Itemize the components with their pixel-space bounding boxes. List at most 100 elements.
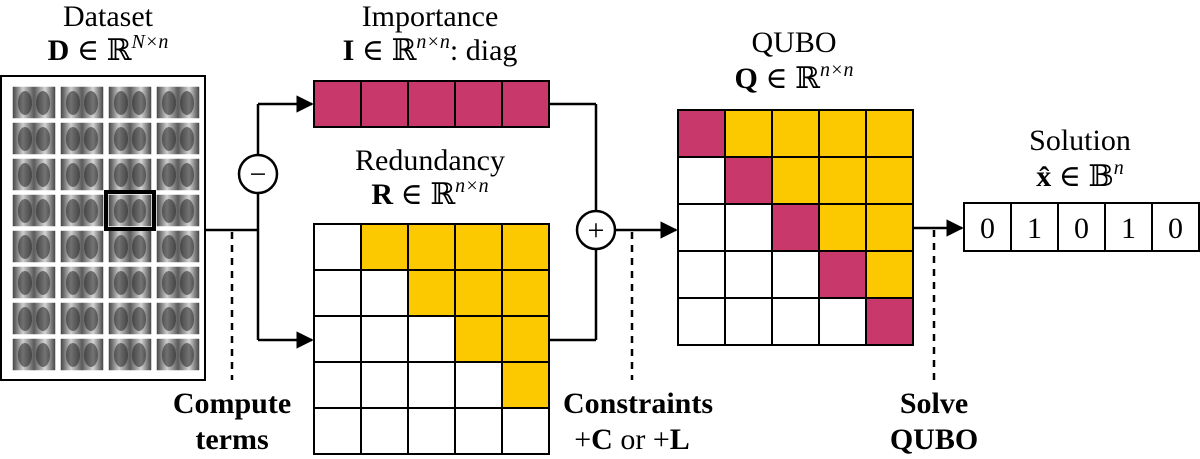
- qubo-cell: [772, 251, 819, 298]
- qubo-title: QUBO: [751, 26, 836, 59]
- qubo-cell: [725, 157, 772, 204]
- lung-shape: [36, 343, 50, 367]
- lung-shape: [18, 199, 32, 223]
- lung-shape: [36, 235, 50, 259]
- redundancy-cell: [361, 224, 408, 270]
- qubo-cell: [866, 251, 913, 298]
- redundancy-matrix: [314, 224, 549, 454]
- qubo-cell: [678, 157, 725, 204]
- lung-shape: [132, 91, 146, 115]
- solve-label-line2: QUBO: [890, 423, 978, 456]
- lung-shape: [180, 127, 194, 151]
- compute-label-line2: terms: [195, 423, 268, 456]
- step-labels: Compute terms Constraints +C or +L Solve…: [173, 387, 978, 456]
- qubo-cell: [772, 157, 819, 204]
- redundancy-cell: [455, 408, 502, 454]
- redundancy-cell: [361, 408, 408, 454]
- qubo-cell: [725, 110, 772, 157]
- lung-shape: [18, 163, 32, 187]
- solution-value: 0: [980, 212, 995, 245]
- importance-block: Importance I ∈ ℝn×n: diag: [314, 0, 549, 127]
- qubo-cell: [772, 298, 819, 345]
- constraints-label-line1: Constraints: [563, 387, 713, 420]
- solution-title: Solution: [1029, 124, 1131, 157]
- lung-shape: [84, 271, 98, 295]
- solution-vector: 01010: [964, 203, 1199, 251]
- redundancy-cell: [314, 224, 361, 270]
- qubo-cell: [866, 110, 913, 157]
- redundancy-cell: [408, 408, 455, 454]
- lung-shape: [84, 343, 98, 367]
- importance-cell: [314, 81, 361, 127]
- qubo-cell: [725, 204, 772, 251]
- redundancy-cell: [502, 316, 549, 362]
- lung-shape: [132, 235, 146, 259]
- lung-shape: [180, 307, 194, 331]
- redundancy-cell: [408, 362, 455, 408]
- constraints-label-line2: +C or +L: [574, 423, 690, 456]
- qubo-cell: [866, 204, 913, 251]
- lung-shape: [36, 271, 50, 295]
- solve-label-line1: Solve: [900, 387, 968, 420]
- lung-shape: [18, 271, 32, 295]
- plus-operator: +: [577, 211, 615, 249]
- lung-shape: [114, 307, 128, 331]
- qubo-cell: [678, 110, 725, 157]
- minus-operator: −: [239, 155, 277, 193]
- qubo-symbol: Q ∈ ℝn×n: [735, 59, 854, 95]
- lung-shape: [36, 307, 50, 331]
- lung-shape: [132, 271, 146, 295]
- importance-vector: [314, 81, 549, 127]
- lung-shape: [180, 199, 194, 223]
- redundancy-cell: [455, 270, 502, 316]
- lung-shape: [132, 163, 146, 187]
- dataset-symbol: D ∈ ℝN×n: [48, 31, 169, 67]
- lung-shape: [162, 199, 176, 223]
- lung-shape: [114, 343, 128, 367]
- redundancy-cell: [314, 316, 361, 362]
- qubo-cell: [819, 157, 866, 204]
- lung-shape: [84, 91, 98, 115]
- importance-cell: [502, 81, 549, 127]
- redundancy-cell: [408, 316, 455, 362]
- lung-shape: [180, 91, 194, 115]
- qubo-cell: [819, 251, 866, 298]
- qubo-cell: [819, 298, 866, 345]
- lung-shape: [162, 163, 176, 187]
- importance-cell: [455, 81, 502, 127]
- lung-shape: [132, 127, 146, 151]
- lung-shape: [18, 127, 32, 151]
- lung-shape: [180, 271, 194, 295]
- lung-shape: [36, 127, 50, 151]
- qubo-block: QUBO Q ∈ ℝn×n: [678, 26, 913, 345]
- redundancy-cell: [455, 362, 502, 408]
- lung-shape: [66, 163, 80, 187]
- lung-shape: [84, 235, 98, 259]
- solution-value: 1: [1121, 212, 1136, 245]
- lung-shape: [66, 271, 80, 295]
- redundancy-cell: [314, 270, 361, 316]
- lung-shape: [84, 163, 98, 187]
- redundancy-cell: [314, 408, 361, 454]
- redundancy-cell: [455, 316, 502, 362]
- solution-value: 0: [1074, 212, 1089, 245]
- redundancy-cell: [361, 362, 408, 408]
- lung-shape: [162, 235, 176, 259]
- lung-shape: [114, 271, 128, 295]
- redundancy-cell: [502, 270, 549, 316]
- qubo-cell: [725, 298, 772, 345]
- lung-shape: [84, 127, 98, 151]
- qubo-cell: [678, 251, 725, 298]
- lung-shape: [66, 199, 80, 223]
- qubo-cell: [866, 157, 913, 204]
- redundancy-cell: [502, 224, 549, 270]
- compute-label-line1: Compute: [173, 387, 291, 420]
- solution-value: 0: [1168, 212, 1183, 245]
- qubo-cell: [725, 251, 772, 298]
- lung-shape: [36, 199, 50, 223]
- lung-shape: [66, 307, 80, 331]
- qubo-cell: [772, 204, 819, 251]
- redundancy-cell: [361, 270, 408, 316]
- lung-shape: [114, 235, 128, 259]
